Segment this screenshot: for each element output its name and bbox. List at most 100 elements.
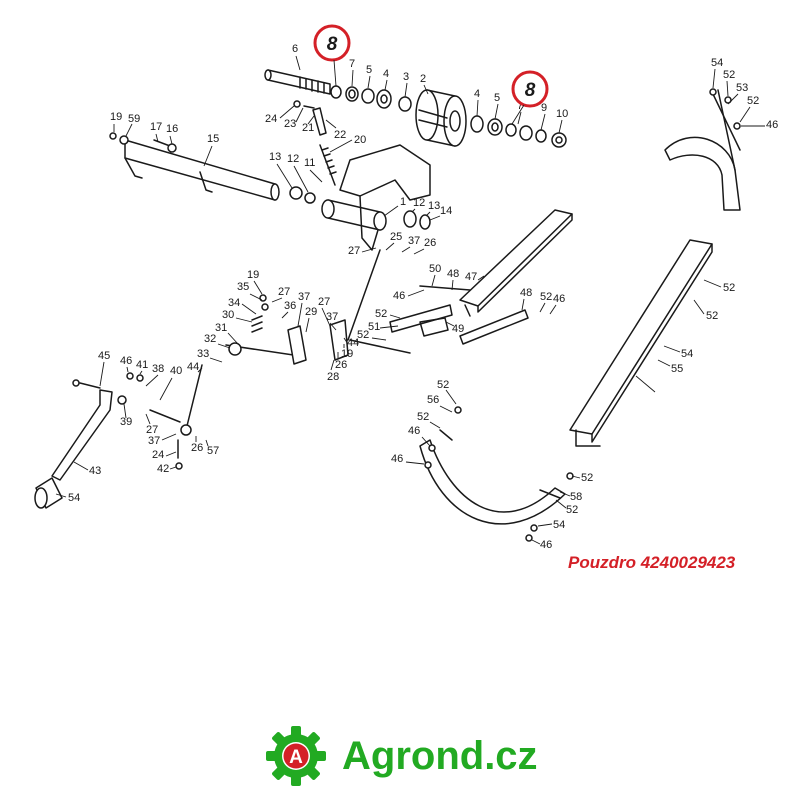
callout-label: 44 — [187, 361, 203, 373]
callout-label: 27 — [318, 296, 331, 327]
callout-label: 46 — [531, 539, 552, 551]
callout-number: 52 — [706, 310, 718, 322]
callout-label: 7 — [517, 100, 523, 125]
callout-label: 10 — [556, 108, 568, 134]
callout-number: 40 — [170, 365, 182, 377]
highlight-marker: 8 — [313, 24, 351, 87]
callout-number: 20 — [354, 134, 366, 146]
callout-label: 52 — [375, 308, 401, 320]
callout-number: 57 — [207, 445, 219, 457]
callout-number: 49 — [452, 323, 464, 335]
callout-number: 32 — [204, 333, 216, 345]
callout-label: 12 — [287, 153, 309, 193]
callout-number: 7 — [349, 58, 355, 70]
callout-number: 54 — [681, 348, 693, 360]
callout-number: 29 — [305, 306, 317, 318]
highlight-number: 8 — [327, 34, 338, 55]
callout-number: 39 — [120, 416, 132, 428]
callout-number: 4 — [474, 88, 480, 100]
callout-label: 46 — [549, 293, 565, 315]
callout-label: 46 — [120, 355, 132, 373]
callout-label: 41 — [136, 359, 148, 375]
part-name-label: Pouzdro 4240029423 — [568, 553, 736, 572]
callout-label: 38 — [145, 363, 164, 387]
callout-number: 52 — [417, 411, 429, 423]
callout-label: 37 — [297, 291, 310, 327]
callout-labels: 6 7 5 4 3 2 4 5 7 9 — [55, 43, 778, 551]
callout-label: 52 — [539, 291, 552, 313]
pedal-lever-part — [34, 372, 144, 509]
callout-number: 46 — [120, 355, 132, 367]
frame-bracket-part — [289, 100, 431, 251]
callout-label: 7 — [349, 58, 355, 87]
callout-number: 25 — [390, 231, 402, 243]
callout-label: 13 — [269, 151, 293, 189]
callout-label: 40 — [159, 365, 182, 401]
callout-number: 11 — [304, 157, 315, 169]
callout-label: 51 — [368, 321, 399, 333]
callout-number: 38 — [152, 363, 164, 375]
callout-number: 27 — [318, 296, 330, 308]
callout-number: 17 — [150, 121, 162, 133]
callout-number: 52 — [581, 472, 593, 484]
callout-label: 46 — [741, 119, 778, 131]
callout-label: 33 — [197, 348, 223, 363]
callout-label — [635, 375, 656, 393]
main-tube-part — [109, 132, 280, 201]
callout-label: 57 — [205, 439, 219, 457]
callout-number: 59 — [128, 113, 140, 125]
callout-number: 36 — [284, 300, 296, 312]
callout-label: 43 — [73, 461, 101, 477]
logo-letter: A — [289, 747, 303, 768]
callout-number: 54 — [553, 519, 565, 531]
callout-number: 37 — [298, 291, 310, 303]
callout-label: 49 — [445, 321, 464, 335]
callout-number: 46 — [766, 119, 778, 131]
callout-number: 9 — [541, 102, 547, 114]
callout-label: 36 — [281, 300, 296, 319]
callout-number: 54 — [68, 492, 80, 504]
callout-label: 4 — [474, 88, 480, 117]
callout-label: 27 — [271, 286, 290, 303]
callout-label: 37 — [148, 433, 177, 447]
callout-number: 44 — [347, 337, 359, 349]
callout-label: 14 — [429, 205, 452, 221]
callout-number: 54 — [711, 57, 723, 69]
callout-number: 27 — [146, 424, 158, 436]
callout-number: 42 — [157, 463, 169, 475]
callout-label: 52 — [437, 379, 457, 405]
callout-label: 56 — [427, 394, 453, 413]
callout-number: 33 — [197, 348, 209, 360]
callout-label: 54 — [711, 57, 723, 89]
callout-number: 50 — [429, 263, 441, 275]
callout-number: 52 — [723, 69, 735, 81]
callout-label: 52 — [703, 279, 735, 294]
callout-number: 46 — [553, 293, 565, 305]
callout-label: 35 — [237, 281, 263, 301]
callout-number: 52 — [723, 282, 735, 294]
callout-number: 41 — [136, 359, 148, 371]
callout-number: 52 — [540, 291, 552, 303]
highlight-marker: 8 — [511, 70, 549, 125]
callout-label: 21 — [302, 115, 315, 134]
callout-label: 46 — [391, 453, 425, 465]
callout-label: 52 — [693, 299, 718, 322]
callout-label: 37 — [401, 235, 420, 253]
callout-number: 47 — [465, 271, 477, 283]
callout-number: 3 — [403, 71, 409, 83]
callout-number: 56 — [427, 394, 439, 406]
brand-logo[interactable]: A Agrond.cz — [264, 724, 538, 788]
callout-number: 45 — [98, 350, 110, 362]
callout-label: 42 — [157, 463, 177, 475]
callout-number: 37 — [408, 235, 420, 247]
callout-number: 19 — [110, 111, 122, 123]
callout-label: 55 — [657, 359, 683, 375]
callout-number: 52 — [437, 379, 449, 391]
callout-label: 27 — [145, 413, 158, 436]
brand-name: Agrond.cz — [342, 734, 538, 778]
callout-label: 13 — [425, 200, 440, 217]
callout-number: 43 — [89, 465, 101, 477]
callout-label: 15 — [203, 133, 219, 167]
shaft-part — [264, 69, 331, 95]
callout-number: 12 — [287, 153, 299, 165]
